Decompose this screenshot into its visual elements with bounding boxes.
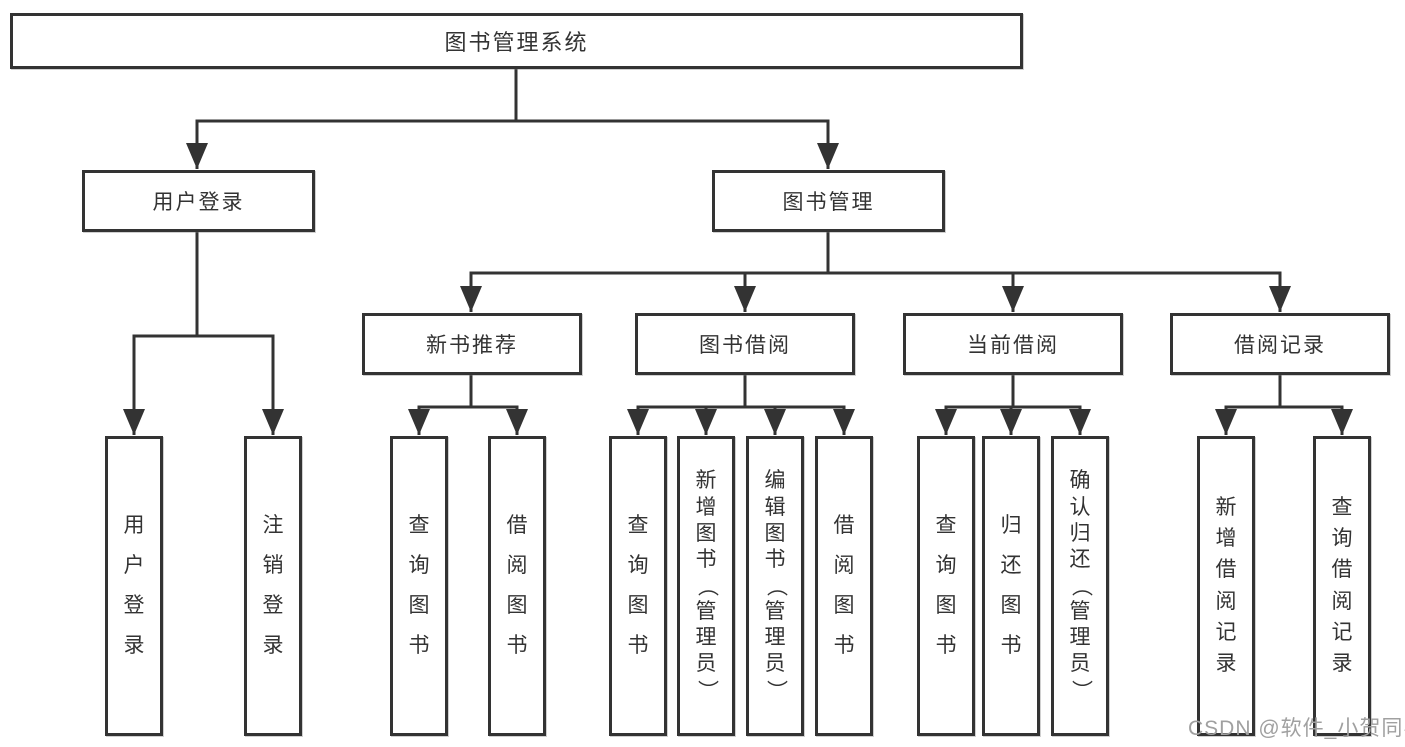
node-bb-borrow-books-label: 借阅图书 xyxy=(833,513,855,658)
node-cb-return-books: 归还图书 xyxy=(982,436,1040,736)
node-rec-borrow-books-label: 借阅图书 xyxy=(506,513,528,658)
node-root: 图书管理系统 xyxy=(10,13,1023,69)
node-cb-query-books: 查询图书 xyxy=(917,436,975,736)
csdn-watermark: CSDN @软件_小贺同学 xyxy=(1188,717,1405,740)
node-rec-borrow-books: 借阅图书 xyxy=(488,436,546,736)
node-book-borrow-label: 图书借阅 xyxy=(699,334,791,357)
node-cb-confirm-return: 确认归还（管理员） xyxy=(1051,436,1109,736)
node-logout-leaf-label: 注销登录 xyxy=(262,513,284,658)
node-br-add-record-label: 新增借阅记录 xyxy=(1215,496,1237,675)
node-bb-query-books-label: 查询图书 xyxy=(627,513,649,658)
node-cb-query-books-label: 查询图书 xyxy=(935,513,957,658)
node-br-add-record: 新增借阅记录 xyxy=(1197,436,1255,736)
node-user-login-label: 用户登录 xyxy=(152,191,245,214)
node-cb-confirm-return-label: 确认归还（管理员） xyxy=(1069,469,1093,702)
node-cb-return-books-label: 归还图书 xyxy=(1000,513,1022,658)
node-bb-add-books-label: 新增图书（管理员） xyxy=(695,469,719,702)
node-bb-borrow-books: 借阅图书 xyxy=(815,436,873,736)
node-user-login: 用户登录 xyxy=(82,170,315,232)
node-book-borrow: 图书借阅 xyxy=(635,313,855,375)
node-root-label: 图书管理系统 xyxy=(444,30,589,55)
node-br-query-record-label: 查询借阅记录 xyxy=(1331,496,1353,675)
node-book-mgmt-label: 图书管理 xyxy=(782,191,875,214)
node-logout-leaf: 注销登录 xyxy=(244,436,302,736)
node-current-borrow-label: 当前借阅 xyxy=(967,334,1059,357)
node-user-login-leaf-label: 用户登录 xyxy=(123,513,145,658)
node-rec-query-books: 查询图书 xyxy=(390,436,448,736)
node-borrow-records-label: 借阅记录 xyxy=(1234,334,1326,357)
node-bb-add-books: 新增图书（管理员） xyxy=(677,436,735,736)
node-bb-query-books: 查询图书 xyxy=(609,436,667,736)
node-current-borrow: 当前借阅 xyxy=(903,313,1123,375)
node-book-mgmt: 图书管理 xyxy=(712,170,945,232)
node-bb-edit-books-label: 编辑图书（管理员） xyxy=(764,469,788,702)
node-rec-query-books-label: 查询图书 xyxy=(408,513,430,658)
node-br-query-record: 查询借阅记录 xyxy=(1313,436,1371,736)
node-new-book-rec-label: 新书推荐 xyxy=(426,334,518,357)
node-bb-edit-books: 编辑图书（管理员） xyxy=(746,436,804,736)
node-user-login-leaf: 用户登录 xyxy=(105,436,163,736)
node-borrow-records: 借阅记录 xyxy=(1170,313,1390,375)
node-new-book-rec: 新书推荐 xyxy=(362,313,582,375)
